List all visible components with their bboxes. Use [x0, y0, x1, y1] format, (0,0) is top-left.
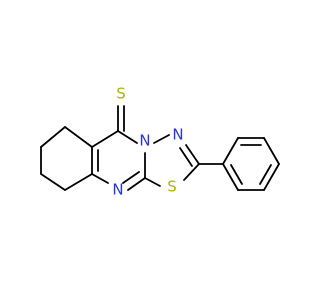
ring-sulfur-label: S [167, 178, 177, 196]
atom-labels: S N N N S [112, 85, 183, 199]
ring-nitrogen-label: N [172, 126, 183, 144]
bond [183, 163, 200, 181]
bond [127, 177, 146, 191]
bonds [40, 105, 280, 191]
bond [153, 134, 170, 144]
bond [91, 173, 109, 184]
bond [230, 164, 243, 185]
bond [185, 144, 200, 165]
bond [40, 173, 66, 191]
bond [263, 163, 280, 191]
molecule-structure: S N N N S [40, 85, 280, 199]
bond [91, 130, 119, 148]
bond [117, 130, 138, 144]
bridge-nitrogen-label: N [139, 132, 150, 150]
bond [40, 126, 66, 148]
bond [222, 137, 239, 165]
bond [222, 163, 239, 191]
bond [259, 164, 272, 185]
bond [122, 171, 140, 184]
bond [64, 126, 93, 148]
bond [64, 173, 93, 191]
bond [144, 177, 161, 187]
thione-sulfur-label: S [116, 85, 126, 103]
bond [263, 137, 280, 165]
lower-nitrogen-label: N [112, 181, 123, 199]
bond [179, 147, 193, 167]
molecule-canvas: S N N N S [40, 84, 280, 199]
